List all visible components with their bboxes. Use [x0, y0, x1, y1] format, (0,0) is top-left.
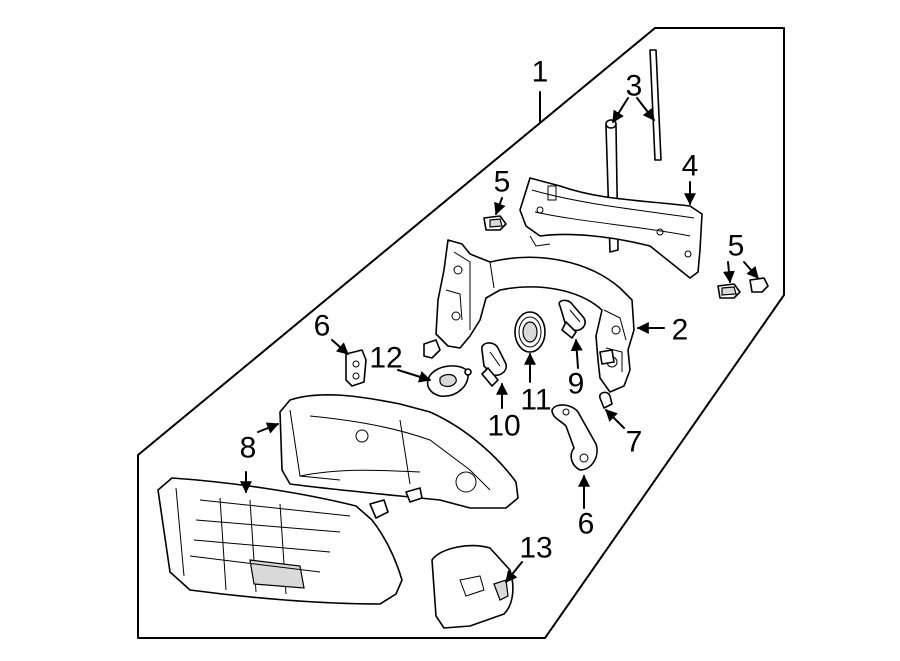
callout-3: 3 [626, 70, 643, 103]
leader-9 [570, 338, 583, 369]
callout-8-upper: 8 [240, 432, 257, 465]
upper-bracket [519, 177, 703, 279]
bulb-7 [598, 391, 613, 409]
mount-frame [423, 239, 635, 393]
headlamp-lens [157, 477, 403, 605]
headlamp-housing [279, 393, 519, 519]
callout-9: 9 [568, 368, 585, 401]
leader-5c [743, 261, 759, 279]
side-marker-lamp [431, 544, 514, 629]
bracket-6-upper [345, 349, 367, 387]
kit-boundary [137, 27, 785, 639]
callout-13: 13 [519, 532, 552, 565]
callout-2: 2 [672, 314, 689, 347]
leader-7 [605, 409, 625, 429]
callout-6-lower: 6 [578, 508, 595, 541]
leader-3a [636, 97, 655, 121]
leader-12 [397, 369, 432, 383]
callout-1: 1 [532, 56, 549, 89]
leader-8a [257, 422, 280, 434]
leader-5a [494, 197, 506, 216]
grommet [514, 311, 546, 353]
callout-6-upper: 6 [314, 310, 331, 343]
clip-right-2 [749, 277, 769, 293]
leader-3b [612, 97, 629, 124]
callout-10: 10 [487, 410, 520, 443]
callout-4: 4 [682, 150, 699, 183]
leader-6a [331, 339, 349, 355]
seal-12 [426, 365, 472, 397]
socket-9 [558, 299, 586, 339]
callout-11: 11 [520, 384, 551, 417]
callout-5-right: 5 [728, 230, 745, 263]
bracket-6-lower [551, 404, 598, 471]
clip-left [483, 215, 507, 231]
clip-right-1 [717, 283, 741, 299]
leader-5b [722, 261, 735, 284]
callout-12: 12 [369, 342, 402, 375]
socket-10 [481, 342, 508, 387]
callout-5-left: 5 [494, 166, 511, 199]
callout-7: 7 [626, 426, 643, 459]
leader-13 [505, 561, 523, 583]
